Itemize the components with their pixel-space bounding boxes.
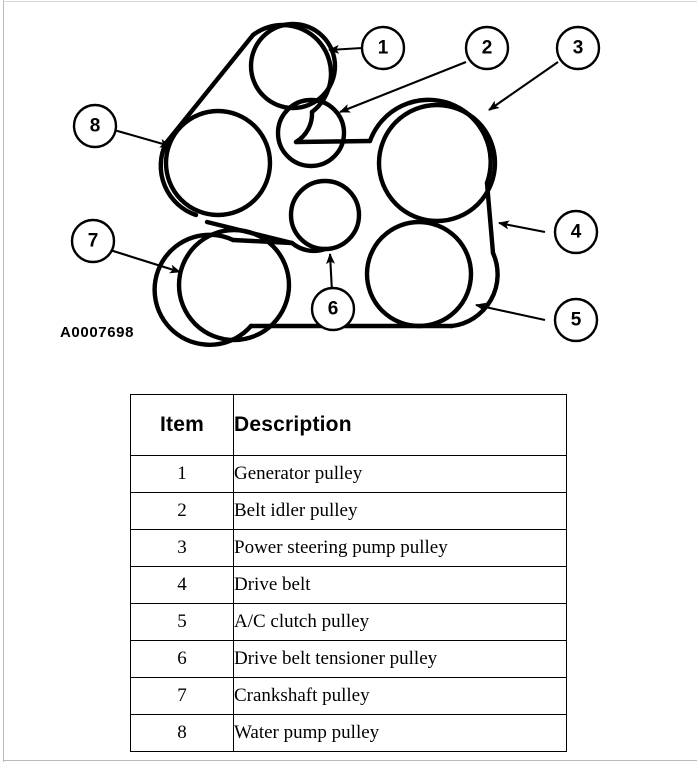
belt-segment-tensioner-to-crankshaft: [230, 237, 295, 246]
leader-line-8: [113, 128, 171, 148]
cell-item-number: 6: [130, 640, 234, 678]
callout-7-label: 7: [88, 231, 99, 252]
belt-segment-crankshaft-wrap: [152, 232, 254, 347]
pulley-7-crankshaft: [176, 227, 292, 343]
callout-1-label: 1: [378, 38, 389, 59]
callout-3: 3: [555, 25, 601, 71]
callout-4-label: 4: [571, 222, 582, 243]
callout-1: 1: [360, 25, 406, 71]
belt-routing-diagram: 1 2 3 4 5 6 7: [0, 0, 699, 372]
callout-7: 7: [70, 218, 116, 264]
leader-line-2: [339, 61, 467, 113]
leader-line-5: [475, 302, 546, 322]
callout-5: 5: [553, 297, 599, 343]
cell-item-description: Generator pulley: [233, 455, 567, 493]
callout-2-label: 2: [482, 38, 493, 59]
cell-item-number: 3: [130, 529, 234, 567]
pulley-2-belt-idler: [275, 97, 347, 169]
belt-segment-waterpump-wrap: [158, 140, 199, 218]
pulley-1-generator: [248, 21, 338, 111]
belt-segment-acclutch-wrap: [449, 250, 500, 329]
leader-line-3: [488, 61, 559, 111]
callout-8-label: 8: [90, 116, 101, 137]
figure-id-label: A0007698: [60, 324, 135, 341]
callout-5-label: 5: [571, 310, 582, 331]
cell-item-number: 7: [130, 677, 234, 715]
cell-item-number: 2: [130, 492, 234, 530]
belt-segment-powersteering-wrap: [367, 97, 493, 186]
column-header-description: Description: [233, 394, 567, 456]
callout-2: 2: [464, 25, 510, 71]
pulley-5-ac-clutch: [364, 219, 474, 329]
cell-item-number: 5: [130, 603, 234, 641]
cell-item-description: A/C clutch pulley: [233, 603, 567, 641]
page-border-top: [3, 1, 697, 2]
cell-item-description: Water pump pulley: [233, 714, 567, 752]
cell-item-description: Drive belt: [233, 566, 567, 604]
cell-item-number: 1: [130, 455, 234, 493]
table-header-row: Item Description: [130, 394, 567, 456]
pulley-6-drive-belt-tensioner: [288, 178, 362, 252]
leader-line-7: [109, 248, 181, 274]
callout-3-label: 3: [573, 38, 584, 59]
callout-bubbles: 1 2 3 4 5 6 7: [70, 25, 601, 343]
cell-item-description: Crankshaft pulley: [233, 677, 567, 715]
parts-table-header: Item Description: [130, 394, 567, 456]
belt-segment-idler-wrap: [293, 109, 315, 145]
leader-line-6: [326, 253, 336, 293]
callout-4: 4: [553, 209, 599, 255]
belt-segment-powersteering-to-idler: [293, 138, 373, 145]
leader-line-4: [498, 220, 546, 234]
pulley-8-water-pump: [163, 108, 273, 218]
leader-line-1: [328, 44, 363, 54]
pulley-3-power-steering-pump: [376, 102, 498, 224]
column-header-item: Item: [130, 394, 234, 456]
page-border-left: [3, 0, 4, 762]
callout-8: 8: [72, 103, 118, 149]
cell-item-description: Drive belt tensioner pulley: [233, 640, 567, 678]
cell-item-number: 4: [130, 566, 234, 604]
cell-item-description: Power steering pump pulley: [233, 529, 567, 567]
callout-6: 6: [310, 286, 356, 332]
cell-item-description: Belt idler pulley: [233, 492, 567, 530]
cell-item-number: 8: [130, 714, 234, 752]
callout-6-label: 6: [328, 299, 339, 320]
page-border-bottom: [3, 760, 697, 761]
